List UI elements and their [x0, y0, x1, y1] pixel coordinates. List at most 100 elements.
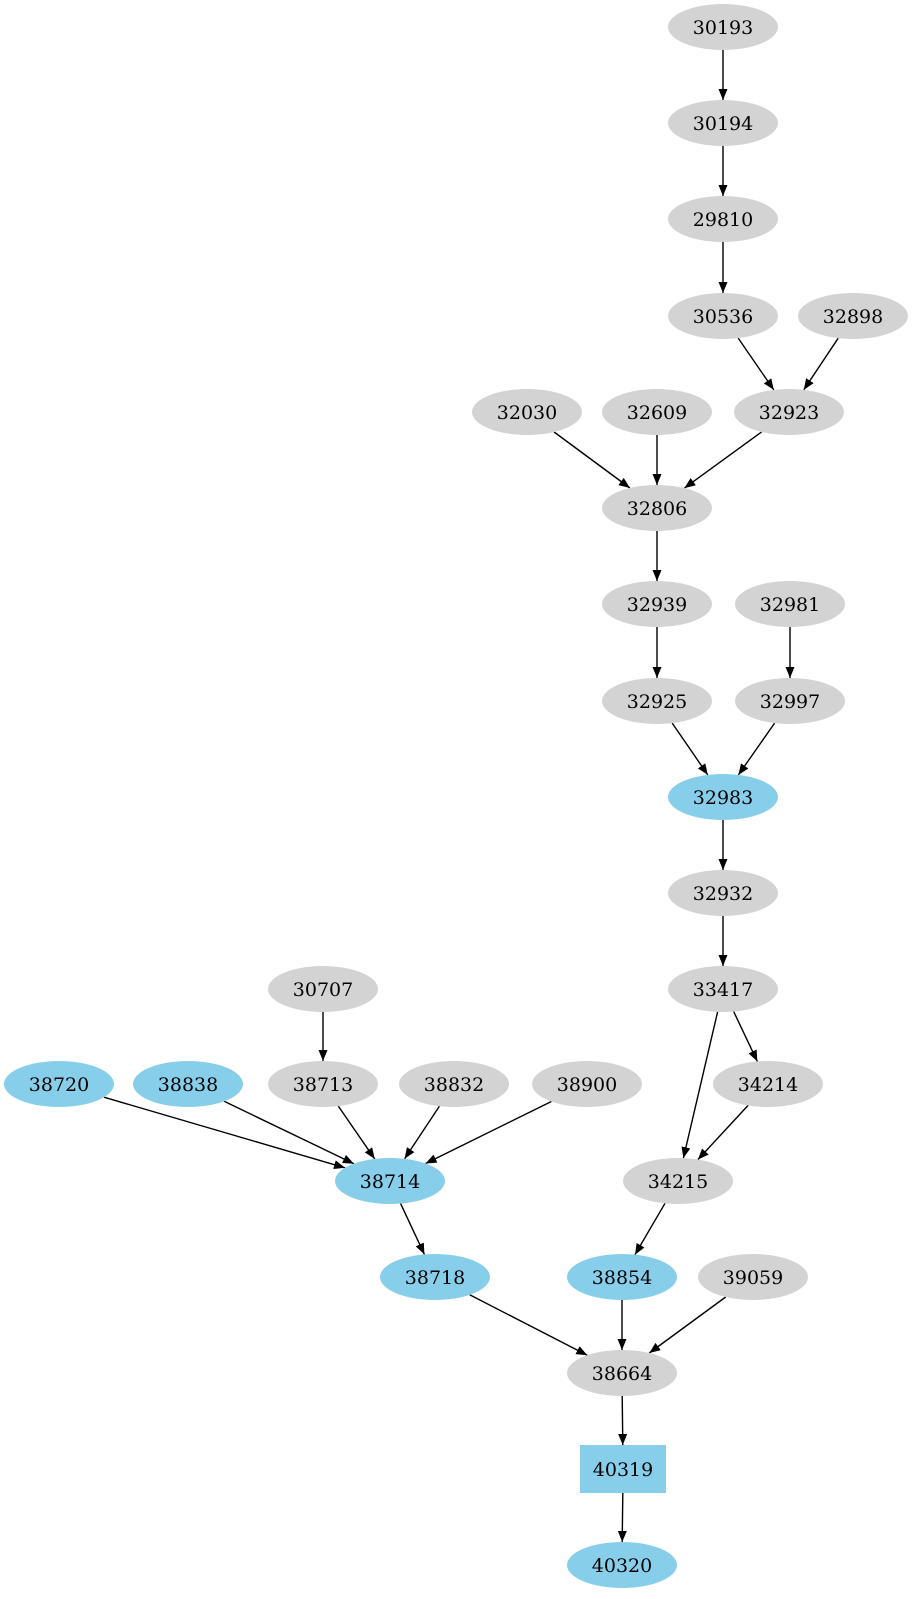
node-shape-ellipse-38713	[268, 1061, 378, 1107]
edge-33417-to-34214	[733, 1011, 758, 1062]
edge-32898-to-32923	[803, 337, 839, 391]
node-32939: 32939	[602, 581, 712, 627]
node-40319: 40319	[580, 1445, 666, 1493]
node-38838: 38838	[133, 1061, 243, 1107]
node-32997: 32997	[735, 678, 845, 724]
edge-30536-to-32923	[737, 337, 775, 391]
node-32609: 32609	[602, 389, 712, 435]
node-label-32923: 32923	[759, 402, 819, 424]
edge-34215-to-38854	[634, 1202, 666, 1256]
node-shape-ellipse-32898	[798, 293, 908, 339]
node-38664: 38664	[567, 1350, 677, 1396]
node-30707: 30707	[268, 966, 378, 1012]
edge-32997-to-32983	[737, 722, 776, 776]
node-shape-ellipse-32030	[472, 389, 582, 435]
node-label-30536: 30536	[693, 306, 753, 328]
node-38854: 38854	[567, 1254, 677, 1300]
node-label-32932: 32932	[693, 883, 753, 905]
node-shape-ellipse-39059	[698, 1254, 808, 1300]
node-30536: 30536	[668, 293, 778, 339]
node-29810: 29810	[668, 196, 778, 242]
node-label-32898: 32898	[823, 306, 883, 328]
node-shape-ellipse-33417	[668, 966, 778, 1012]
node-shape-ellipse-38854	[567, 1254, 677, 1300]
nodes-layer: 30193 30194 29810 30536 32898 32030 32609 32923…	[4, 4, 908, 1588]
node-30193: 30193	[668, 4, 778, 50]
node-shape-ellipse-32806	[602, 485, 712, 531]
edge-38832-to-38714	[404, 1105, 440, 1160]
node-label-32609: 32609	[627, 402, 687, 424]
node-label-30193: 30193	[693, 17, 753, 39]
node-label-38720: 38720	[29, 1074, 89, 1096]
node-shape-ellipse-32939	[602, 581, 712, 627]
edge-38713-to-38714	[337, 1105, 376, 1160]
node-32983: 32983	[668, 774, 778, 820]
node-32806: 32806	[602, 485, 712, 531]
node-shape-ellipse-32981	[735, 581, 845, 627]
node-label-32997: 32997	[760, 691, 820, 713]
node-38900: 38900	[532, 1061, 642, 1107]
node-label-38838: 38838	[158, 1074, 218, 1096]
node-shape-ellipse-38718	[380, 1254, 490, 1300]
edge-32923-to-32806	[683, 431, 763, 489]
edge-39059-to-38664	[648, 1296, 727, 1354]
node-34215: 34215	[623, 1158, 733, 1204]
node-33417: 33417	[668, 966, 778, 1012]
node-shape-ellipse-40320	[567, 1542, 677, 1588]
edge-38838-to-38714	[223, 1100, 355, 1165]
node-shape-ellipse-30707	[268, 966, 378, 1012]
node-label-38854: 38854	[592, 1267, 652, 1289]
edge-38664-to-40319	[618, 1395, 628, 1446]
node-label-30707: 30707	[293, 979, 353, 1001]
edge-40319-to-40320	[617, 1492, 627, 1543]
node-shape-ellipse-30194	[668, 100, 778, 146]
node-30194: 30194	[668, 100, 778, 146]
node-32925: 32925	[602, 678, 712, 724]
node-38718: 38718	[380, 1254, 490, 1300]
node-label-32981: 32981	[760, 594, 820, 616]
node-shape-box-40319	[580, 1445, 666, 1493]
node-shape-ellipse-38838	[133, 1061, 243, 1107]
node-shape-ellipse-29810	[668, 196, 778, 242]
node-label-38718: 38718	[405, 1267, 465, 1289]
node-shape-ellipse-38714	[335, 1158, 445, 1204]
node-38714: 38714	[335, 1158, 445, 1204]
node-label-40320: 40320	[592, 1555, 652, 1577]
node-label-30194: 30194	[693, 113, 753, 135]
node-label-38713: 38713	[293, 1074, 353, 1096]
edge-38714-to-38718	[399, 1203, 426, 1255]
node-label-39059: 39059	[723, 1267, 783, 1289]
edges-layer	[103, 50, 839, 1543]
edge-32030-to-32806	[553, 431, 631, 489]
edge-38720-to-38714	[103, 1096, 346, 1170]
node-shape-ellipse-32925	[602, 678, 712, 724]
node-label-38714: 38714	[360, 1171, 420, 1193]
node-label-32939: 32939	[627, 594, 687, 616]
node-label-29810: 29810	[693, 209, 753, 231]
node-label-38664: 38664	[592, 1363, 652, 1385]
node-32981: 32981	[735, 581, 845, 627]
node-label-40319: 40319	[593, 1459, 653, 1481]
node-40320: 40320	[567, 1542, 677, 1588]
node-label-32030: 32030	[497, 402, 557, 424]
edge-34214-to-34215	[697, 1104, 749, 1161]
node-label-33417: 33417	[693, 979, 753, 1001]
node-32923: 32923	[734, 389, 844, 435]
node-shape-ellipse-38832	[399, 1061, 509, 1107]
node-label-38900: 38900	[557, 1074, 617, 1096]
node-shape-ellipse-30536	[668, 293, 778, 339]
node-label-34215: 34215	[648, 1171, 708, 1193]
node-shape-ellipse-32923	[734, 389, 844, 435]
node-shape-ellipse-34214	[713, 1061, 823, 1107]
edge-33417-to-34215	[681, 1011, 719, 1159]
node-39059: 39059	[698, 1254, 808, 1300]
node-shape-ellipse-32983	[668, 774, 778, 820]
node-32932: 32932	[668, 870, 778, 916]
node-label-32806: 32806	[627, 498, 687, 520]
node-shape-ellipse-30193	[668, 4, 778, 50]
node-shape-ellipse-38900	[532, 1061, 642, 1107]
node-label-32983: 32983	[693, 787, 753, 809]
edge-32925-to-32983	[671, 722, 709, 776]
